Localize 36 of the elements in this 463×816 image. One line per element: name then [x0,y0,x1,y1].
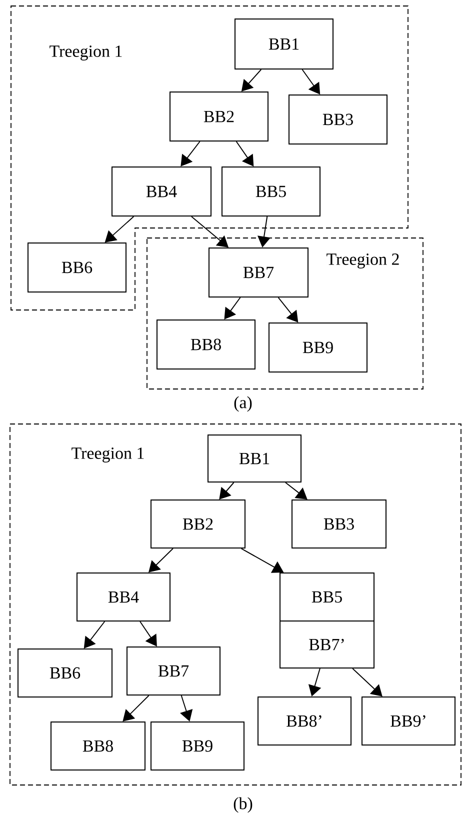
block-box: BB2 [170,92,268,142]
block-box: BB5 [280,572,374,622]
block-box: BB5 [222,166,320,216]
block-box: BB3 [292,500,386,548]
arrow [352,668,382,696]
block-box: BB1 [234,18,334,70]
block-box: BB8 [156,320,256,370]
block-box: BB6 [18,648,112,698]
block-box: BB9 [150,722,244,770]
block-box: BB1 [208,434,302,482]
block-box: BB7’ [280,620,374,668]
arrow [219,482,234,500]
block-box: BB2 [150,500,246,548]
caption: (b) [234,797,252,813]
arrow [84,621,106,648]
arrow [140,621,157,646]
arrow [224,297,241,320]
block-box: BB8’ [258,696,352,746]
arrow [284,482,308,500]
arrow [122,695,150,722]
block-box: BB3 [288,94,388,144]
caption: (a) [234,396,252,412]
block-box: BB6 [28,242,126,292]
block-box: BB4 [76,572,170,622]
block-box: BB4 [112,166,212,216]
block-box: BB9’ [362,696,456,746]
block-box: BB7 [208,248,308,298]
block-box: BB8 [50,722,146,770]
arrow [302,69,320,94]
block-box: BB9 [268,322,368,372]
arrow [258,216,271,248]
arrow [236,141,254,166]
arrow [180,141,200,166]
arrow [278,297,298,322]
block-box: BB7 [126,646,220,696]
arrow [148,548,174,572]
